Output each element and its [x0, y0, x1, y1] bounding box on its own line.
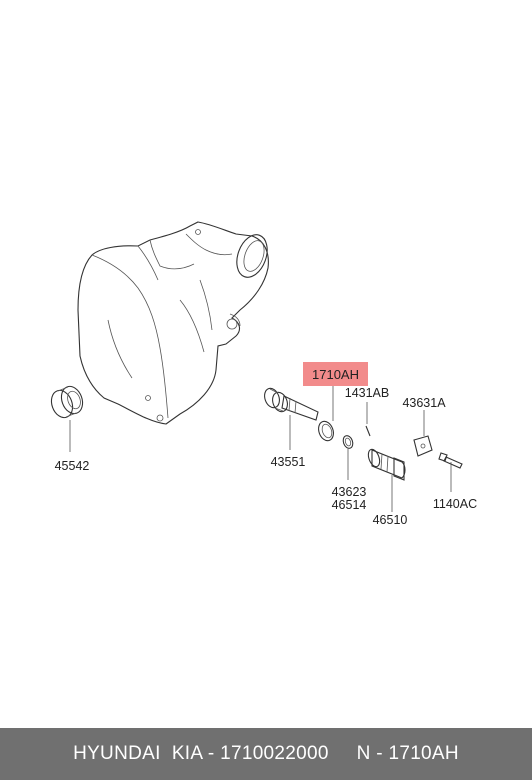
part-45542-plug	[50, 385, 84, 452]
highlight-box	[303, 362, 368, 386]
part-1140ac-bolt	[438, 452, 463, 492]
label-45542: 45542	[55, 459, 90, 473]
label-1710ah: 1710AH	[312, 367, 359, 382]
part-1431ab-pin	[365, 402, 371, 437]
label-1431ab: 1431AB	[345, 386, 389, 400]
label-46510: 46510	[373, 513, 408, 527]
part-43551-gear	[264, 387, 319, 450]
part-43623-ring	[342, 435, 354, 480]
label-1140ac: 1140AC	[433, 497, 477, 511]
parts-diagram: 1710AH 1431AB 43631A 45542 43551 43623 4…	[50, 221, 477, 527]
part-number-footer: HYUNDAI KIA - 1710022000 N - 1710AH	[0, 728, 532, 780]
label-43631a: 43631A	[402, 396, 446, 410]
transmission-housing	[77, 221, 269, 425]
part-1710ah-oring	[318, 384, 334, 442]
part-46510-sleeve	[367, 448, 406, 512]
label-46514: 46514	[332, 498, 367, 512]
label-43623: 43623	[332, 485, 367, 499]
label-43551: 43551	[271, 455, 306, 469]
part-43631a-plate	[413, 410, 433, 457]
